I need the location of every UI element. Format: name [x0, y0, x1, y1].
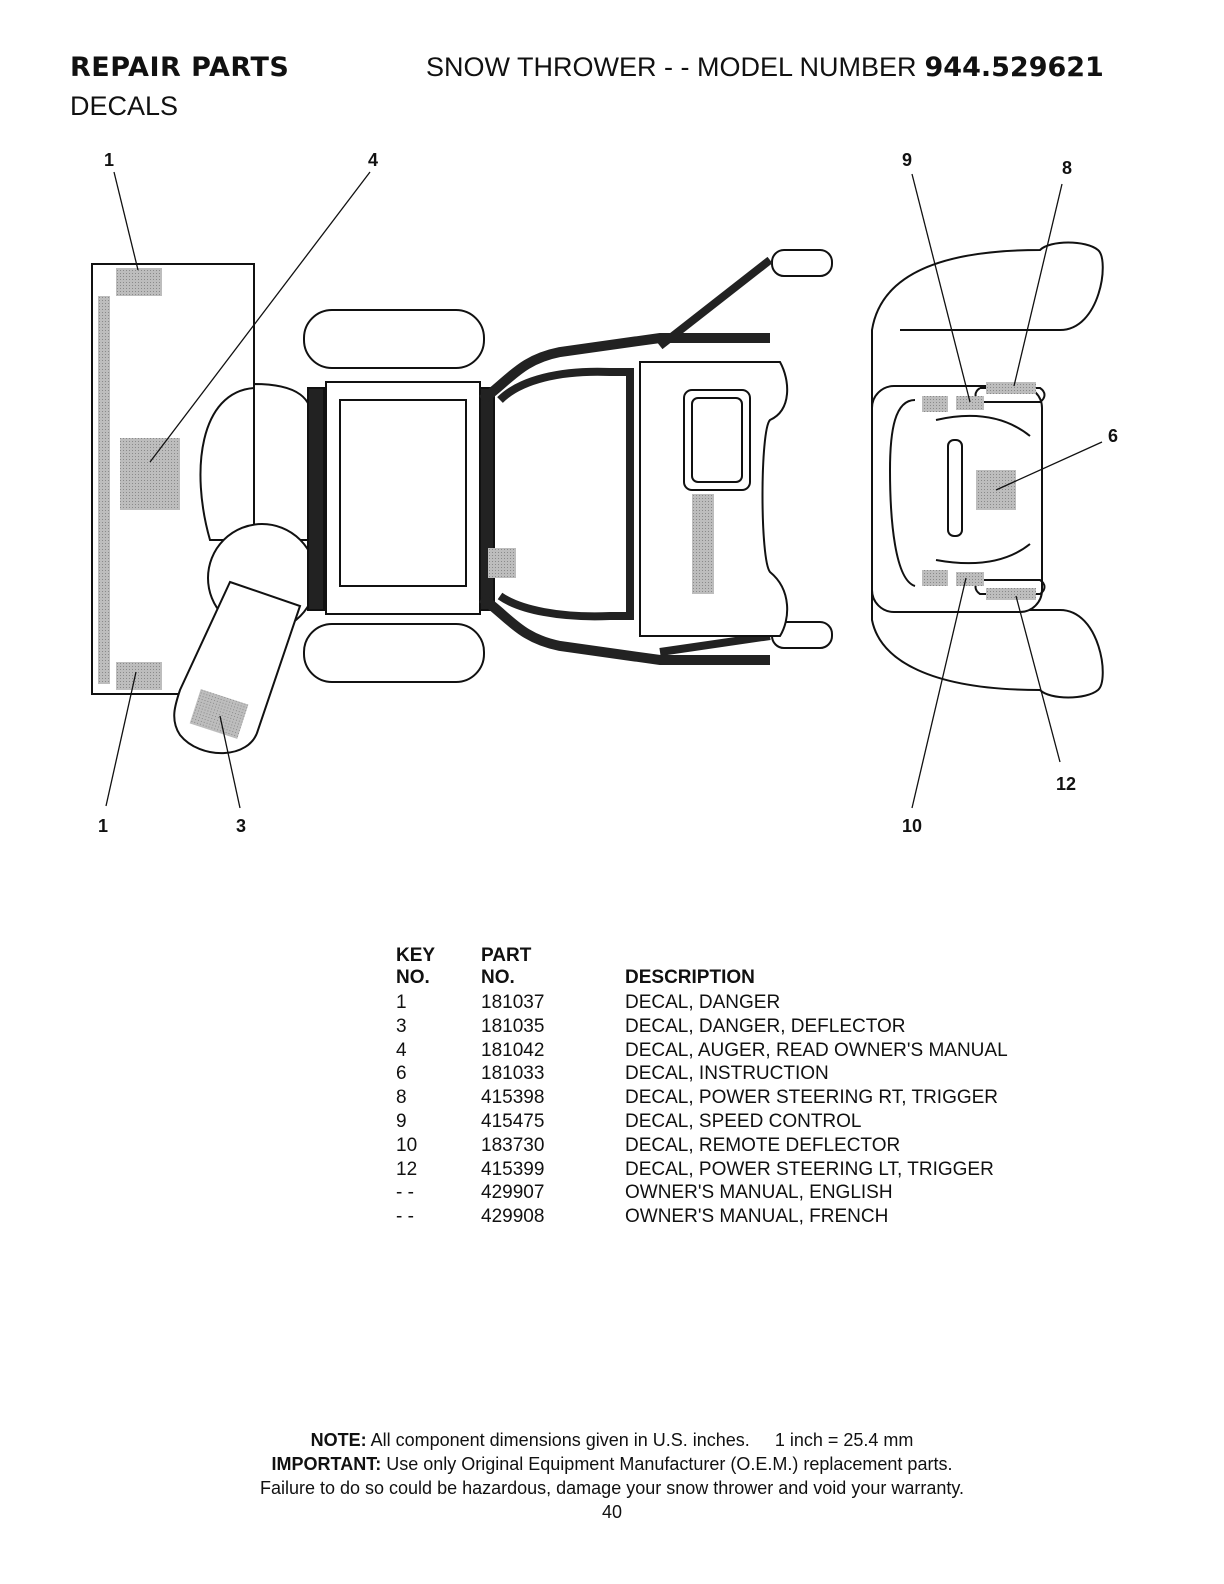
callout-12: 12	[1056, 774, 1076, 794]
description-cell: DECAL, INSTRUCTION	[625, 1063, 829, 1085]
important-text: Use only Original Equipment Manufacturer…	[386, 1454, 953, 1474]
decals-diagram: 1 4 9 8 6 1 3 12 10	[91, 150, 1118, 836]
part-number-cell: 429907	[481, 1182, 545, 1204]
description-cell: DECAL, DANGER, DEFLECTOR	[625, 1015, 906, 1037]
key-cell: 3	[396, 1015, 407, 1037]
decal-10b	[922, 570, 948, 586]
console-curve	[935, 414, 1031, 565]
dash-window-inner	[691, 397, 743, 483]
decal-panel	[692, 494, 714, 594]
decal-9	[956, 396, 984, 410]
page-title-text: SNOW THROWER - - MODEL NUMBER	[426, 52, 917, 82]
handle-frame-top	[479, 333, 770, 405]
note-conversion: 1 inch = 25.4 mm	[774, 1430, 914, 1450]
decal-1-bottom	[116, 662, 162, 690]
frame-inner	[497, 367, 634, 621]
part-number-cell: 429908	[481, 1206, 545, 1228]
description-cell: OWNER'S MANUAL, ENGLISH	[625, 1182, 893, 1204]
section-title: REPAIR PARTS	[70, 52, 290, 83]
important-line: IMPORTANT: Use only Original Equipment M…	[0, 1452, 1224, 1476]
handle-frame-bottom	[479, 593, 770, 665]
header-part-top: PART	[481, 945, 532, 966]
decal-3	[189, 689, 249, 739]
callout-8: 8	[1062, 158, 1072, 178]
key-cell: 8	[396, 1087, 407, 1109]
callout-9: 9	[902, 150, 912, 170]
part-number-cell: 415399	[481, 1158, 545, 1180]
page-number: 40	[601, 1502, 623, 1522]
key-cell: - -	[396, 1206, 414, 1228]
part-number-cell: 181042	[481, 1039, 545, 1061]
description-cell: DECAL, SPEED CONTROL	[625, 1110, 862, 1132]
decal-12	[986, 588, 1036, 600]
decal-1-strip	[98, 296, 110, 684]
console-slot	[947, 439, 963, 537]
decal-10	[956, 572, 984, 586]
decal-engine	[488, 548, 516, 578]
decal-1-top	[116, 268, 162, 296]
wheel-bottom	[303, 623, 485, 683]
header-description: DESCRIPTION	[625, 967, 755, 988]
key-cell: 1	[396, 992, 407, 1013]
grip-top	[771, 249, 833, 277]
console-inner	[888, 399, 916, 587]
part-number-cell: 181033	[481, 1063, 545, 1085]
frame-left-bar	[307, 387, 325, 611]
header-part-bottom: NO.	[481, 967, 515, 988]
note-line: NOTE: All component dimensions given in …	[0, 1428, 1224, 1452]
model-number: 944.529621	[924, 52, 1104, 83]
description-cell: DECAL, REMOTE DEFLECTOR	[625, 1134, 901, 1156]
key-cell: 9	[396, 1110, 407, 1132]
wheel-top	[303, 309, 485, 369]
important-label: IMPORTANT:	[271, 1454, 382, 1474]
note-text: All component dimensions given in U.S. i…	[370, 1430, 750, 1450]
description-cell: DECAL, DANGER	[625, 992, 781, 1013]
part-number-cell: 181035	[481, 1015, 545, 1037]
callout-6: 6	[1108, 426, 1118, 446]
description-cell: DECAL, POWER STEERING LT, TRIGGER	[625, 1158, 994, 1180]
handle-top	[657, 256, 773, 350]
callout-4: 4	[368, 150, 378, 170]
footer: NOTE: All component dimensions given in …	[0, 1428, 1224, 1524]
impeller-housing	[253, 382, 313, 541]
callout-10: 10	[902, 816, 922, 836]
header-key-top: KEY	[396, 945, 436, 966]
decal-4	[120, 438, 180, 510]
part-number-cell: 415398	[481, 1087, 545, 1109]
leader-lines	[105, 171, 1103, 809]
callout-3: 3	[236, 816, 246, 836]
key-cell: 12	[396, 1158, 418, 1180]
part-number-cell: 181037	[481, 992, 545, 1013]
note-label: NOTE:	[310, 1430, 367, 1450]
part-number-cell: 183730	[481, 1134, 545, 1156]
description-cell: DECAL, POWER STEERING RT, TRIGGER	[625, 1087, 999, 1109]
callout-1-bottom: 1	[98, 816, 108, 836]
part-number-cell: 415475	[481, 1110, 545, 1132]
key-cell: 10	[396, 1134, 418, 1156]
callout-1-top: 1	[104, 150, 114, 170]
description-cell: DECAL, AUGER, READ OWNER'S MANUAL	[625, 1039, 1008, 1061]
key-cell: - -	[396, 1182, 414, 1204]
key-cell: 4	[396, 1039, 407, 1061]
page-subtitle: DECALS	[70, 91, 179, 121]
gearbox-dome	[199, 387, 255, 541]
handle-bottom	[659, 632, 771, 656]
warning-line: Failure to do so could be hazardous, dam…	[259, 1478, 965, 1498]
trigger-top	[974, 387, 1046, 403]
decal-8	[986, 382, 1036, 394]
engine-cover	[339, 399, 467, 587]
key-cell: 6	[396, 1063, 407, 1085]
description-cell: OWNER'S MANUAL, FRENCH	[625, 1206, 889, 1228]
decal-9b	[922, 396, 948, 412]
header-key-bottom: NO.	[396, 967, 430, 988]
